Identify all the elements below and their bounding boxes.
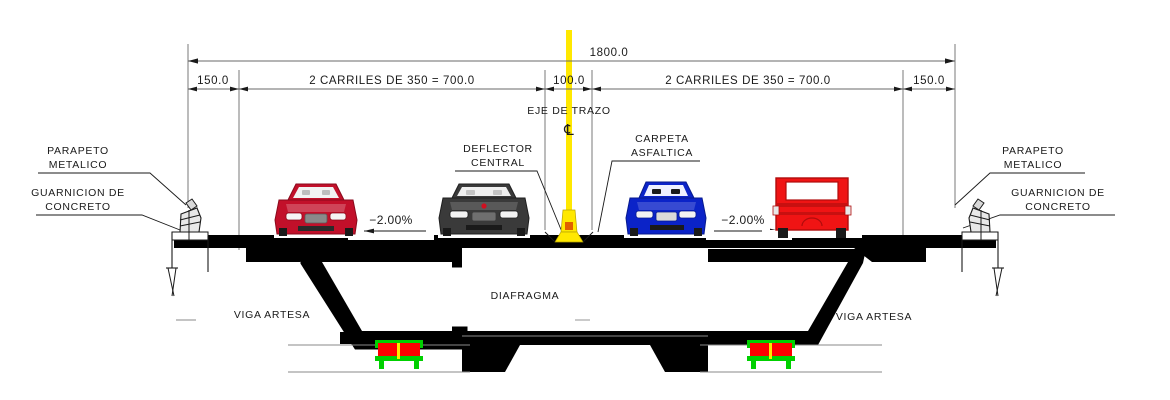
extension-lines — [187, 44, 956, 250]
parapeto-right-line2: METALICO — [1004, 159, 1063, 171]
viga-artesa-left-label: VIGA ARTESA — [234, 309, 310, 321]
callout-guarnicion-right: GUARNICION DE CONCRETO — [962, 187, 1115, 229]
leader-deflector — [455, 170, 563, 233]
guarnicion-left-line1: GUARNICION DE — [31, 187, 125, 199]
slope-left-arrow — [364, 228, 374, 234]
pier-void — [520, 345, 650, 372]
deflector-line1: DEFLECTOR — [463, 143, 533, 155]
guarnicion-left-line2: CONCRETO — [45, 201, 111, 213]
viga-artesa-right-label: VIGA ARTESA — [836, 311, 912, 323]
parapeto-left-line1: PARAPETO — [47, 145, 109, 157]
bridge-structure — [174, 235, 996, 373]
dim-median-label: 100.0 — [553, 75, 585, 87]
guarnicion-right-line1: GUARNICION DE — [1011, 187, 1105, 199]
pier-cap — [462, 331, 708, 345]
callout-parapeto-left: PARAPETO METALICO — [38, 145, 187, 206]
box-girder-right-cavity — [723, 262, 848, 331]
leader-guarnicion-left — [36, 214, 181, 231]
dimline-arrows — [188, 86, 955, 92]
carpeta-line2: ASFALTICA — [631, 147, 693, 159]
diafragma-label: DIAFRAGMA — [491, 290, 560, 302]
centerline-symbol-icon: ℄ — [563, 123, 574, 139]
slope-annotation-left: −2.00% — [348, 206, 434, 240]
deflector-central — [544, 209, 594, 243]
dim-total-label: 1800.0 — [590, 47, 629, 59]
box-girder-left-cavity — [322, 262, 447, 331]
vehicle-car-red-left — [274, 183, 358, 238]
arrow-total-right — [945, 58, 955, 64]
guarnicion-right-line2: CONCRETO — [1025, 201, 1091, 213]
parapet-left — [166, 198, 209, 297]
arrow-total-left — [188, 58, 198, 64]
parapeto-right-line1: PARAPETO — [1002, 145, 1064, 157]
leader-carpeta — [597, 160, 700, 233]
callout-guarnicion-left: GUARNICION DE CONCRETO — [31, 187, 181, 231]
leader-parapeto-right — [954, 172, 1085, 206]
deflector-line2: CENTRAL — [471, 157, 525, 169]
callout-deflector-central: DEFLECTOR CENTRAL — [455, 143, 563, 233]
centerline-marker — [566, 30, 572, 248]
vehicle-truck-red — [762, 177, 862, 238]
dim-right-lanes-label: 2 CARRILES DE 350 = 700.0 — [665, 75, 831, 87]
vehicle-car-blue — [624, 181, 708, 238]
parapeto-left-line2: METALICO — [49, 159, 108, 171]
slope-right-label: −2.00% — [721, 213, 764, 227]
pier-column-right — [650, 345, 708, 372]
dim-left-lanes-label: 2 CARRILES DE 350 = 700.0 — [309, 75, 475, 87]
callout-parapeto-right: PARAPETO METALICO — [954, 145, 1085, 206]
eje-de-trazo-label: EJE DE TRAZO — [527, 105, 610, 117]
slope-left-label: −2.00% — [369, 213, 412, 227]
carpeta-line1: CARPETA — [635, 133, 689, 145]
leader-parapeto-left — [38, 172, 187, 206]
bearing-right — [747, 340, 795, 369]
pier-column-left — [462, 345, 520, 372]
bearing-left — [375, 340, 423, 369]
deck-haunch-right — [854, 248, 926, 262]
dim-right-shoulder-label: 150.0 — [913, 75, 945, 87]
deck-haunch-left — [246, 248, 318, 262]
vehicle-car-dark — [438, 183, 530, 238]
callout-carpeta-asfaltica: CARPETA ASFALTICA — [597, 133, 700, 233]
parapet-right — [961, 198, 1004, 297]
dim-left-shoulder-label: 150.0 — [197, 75, 229, 87]
dimension-block: 1800.0 150.0 2 CARRILES DE 350 = 700.0 1… — [187, 44, 956, 250]
